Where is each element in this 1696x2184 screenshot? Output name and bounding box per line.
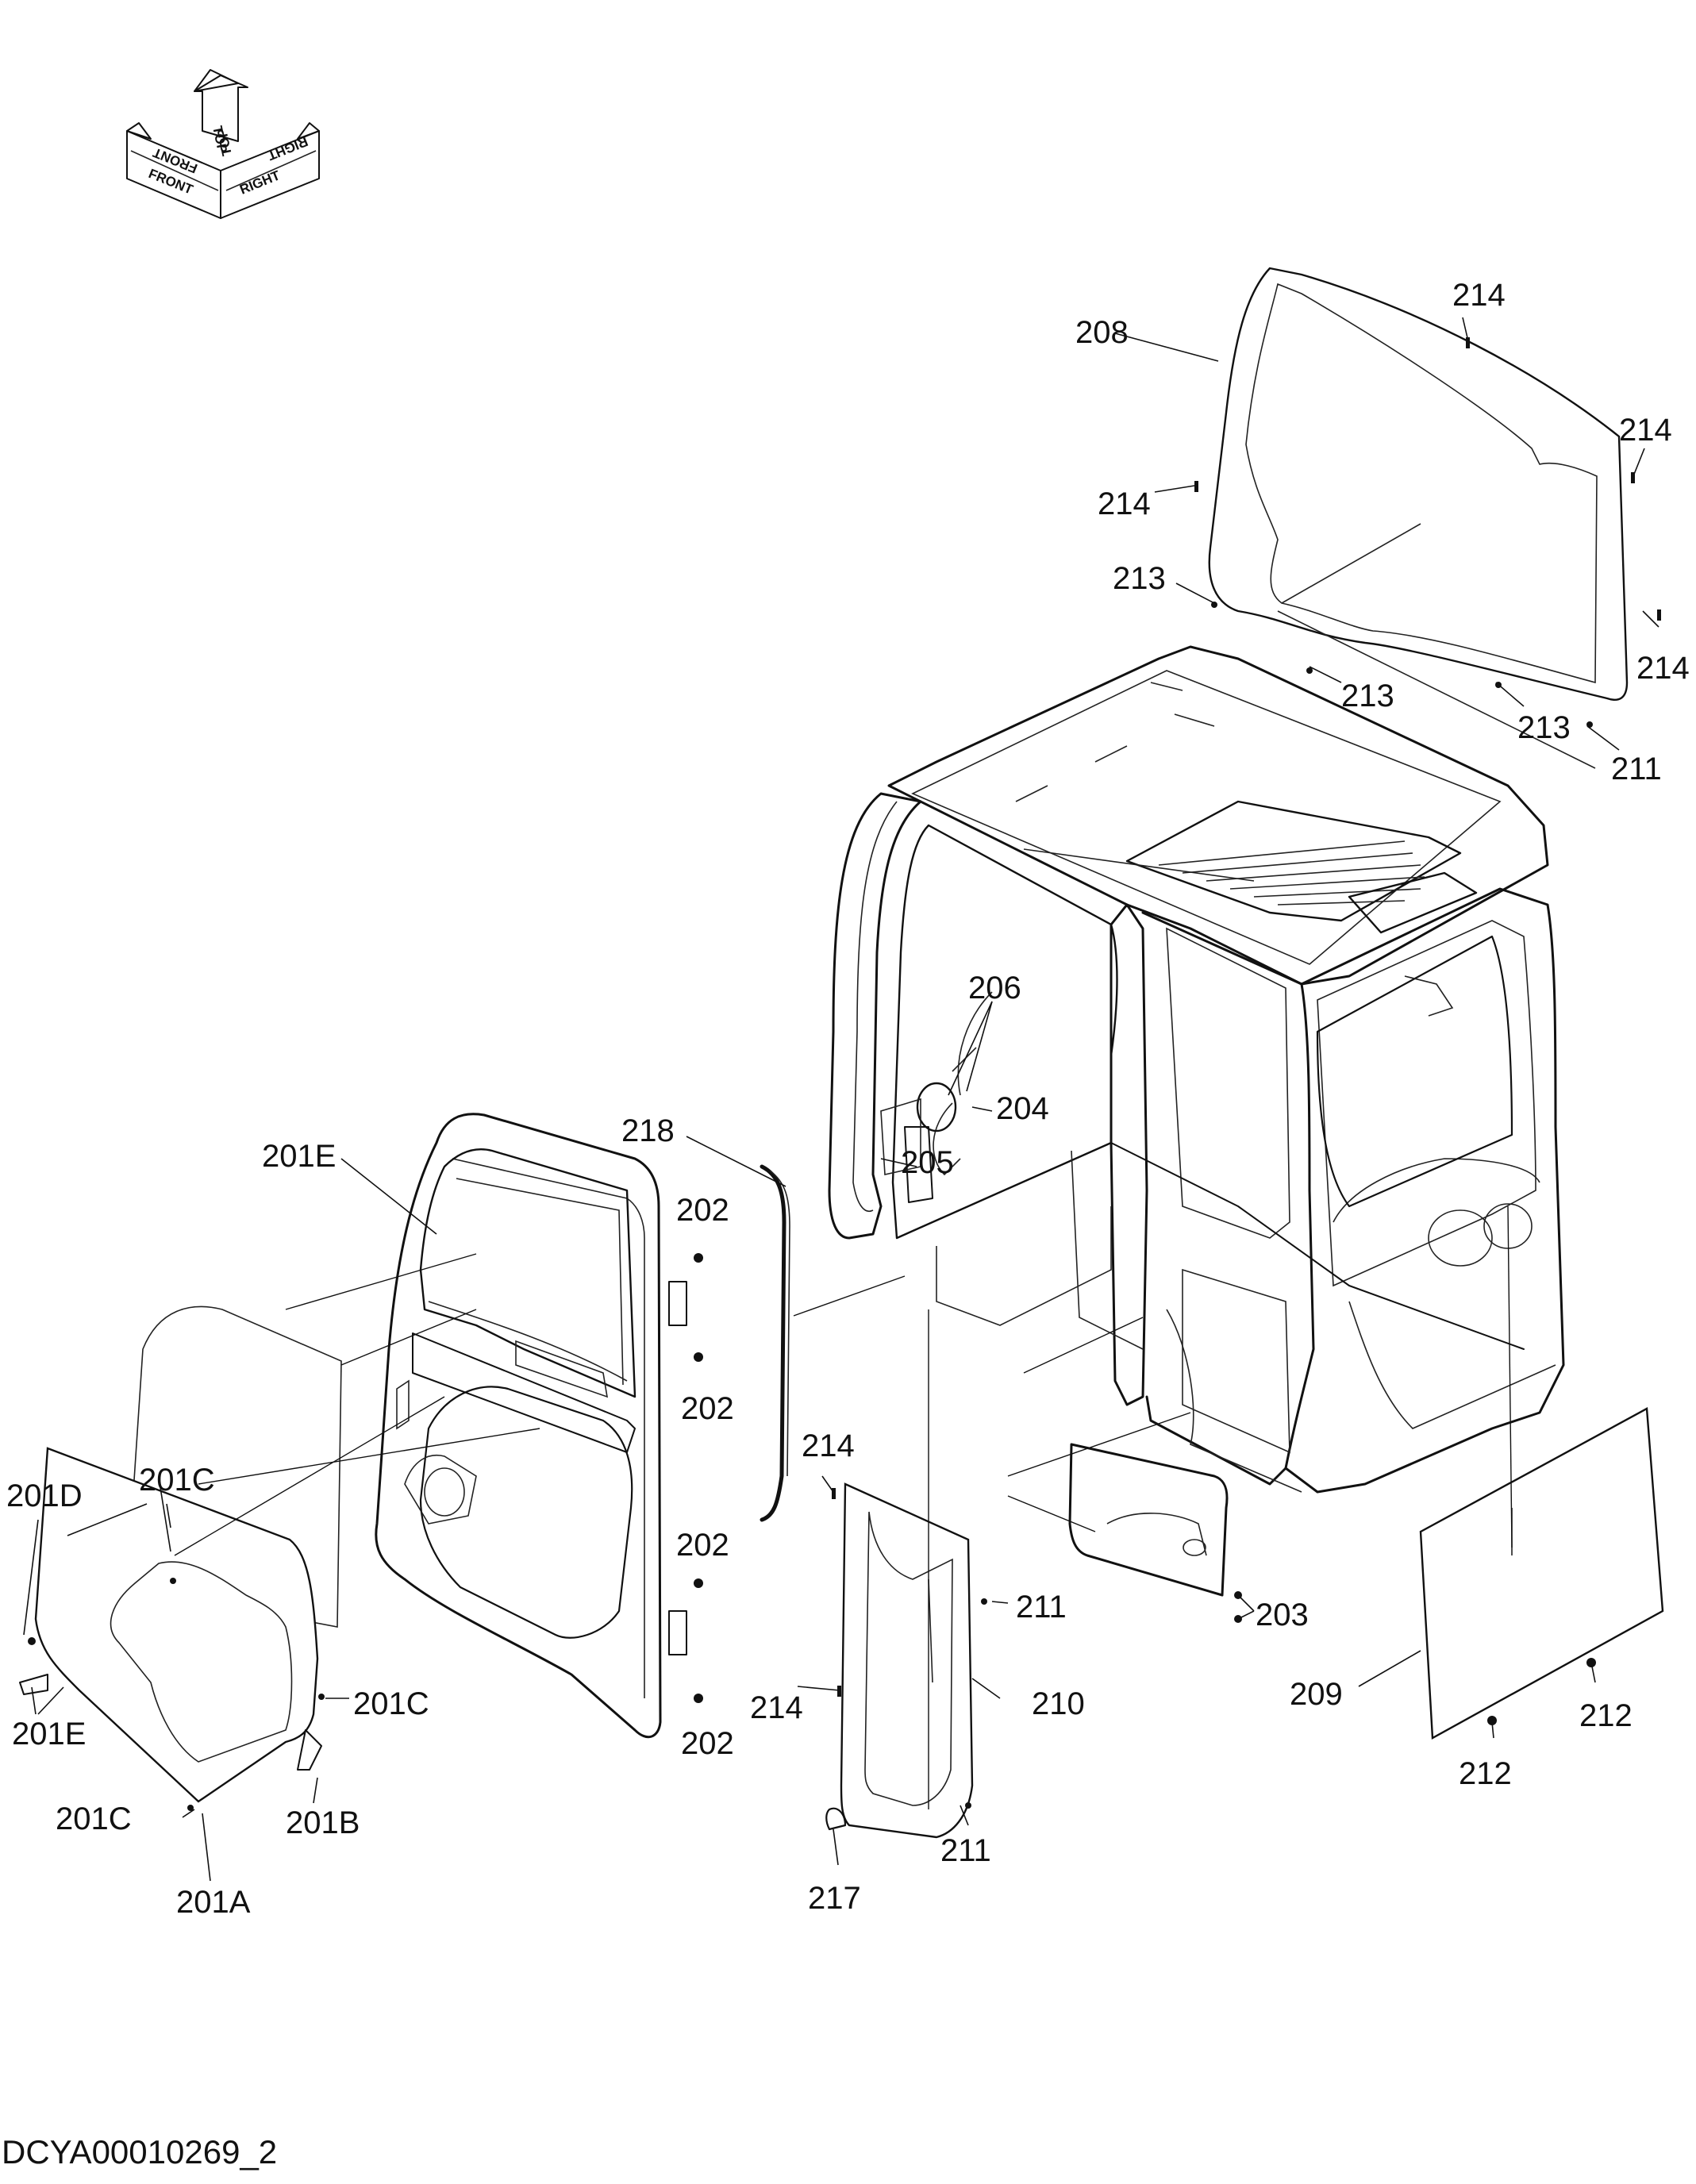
front-upper-glass bbox=[1208, 267, 1629, 769]
callout-209: 209 bbox=[1290, 1677, 1343, 1712]
callout-214-side-top: 214 bbox=[802, 1428, 855, 1463]
callout-211-side-bottom: 211 bbox=[940, 1833, 991, 1868]
callout-202-b: 202 bbox=[681, 1391, 734, 1426]
callout-214-upper-right: 214 bbox=[1619, 413, 1672, 448]
side-glass bbox=[840, 1482, 974, 1839]
callout-217: 217 bbox=[808, 1881, 861, 1916]
callout-202-d: 202 bbox=[681, 1726, 734, 1761]
callout-212-bottom: 212 bbox=[1459, 1756, 1512, 1791]
callout-210: 210 bbox=[1032, 1686, 1085, 1721]
drawing-code: DCYA00010269_2 bbox=[2, 2133, 278, 2171]
callout-212-right: 212 bbox=[1579, 1698, 1633, 1733]
callout-213-left: 213 bbox=[1113, 561, 1166, 596]
callout-201E-clip: 201E bbox=[12, 1717, 86, 1751]
orientation-symbol: FRONT FRONT TOP TOP RIGHT RIGHT bbox=[126, 69, 320, 219]
callout-203: 203 bbox=[1256, 1598, 1309, 1632]
callout-211-side-top: 211 bbox=[1016, 1590, 1067, 1625]
callout-214-top: 214 bbox=[1452, 278, 1506, 313]
callout-labels: 214 208 214 214 213 214 213 213 211 206 … bbox=[6, 278, 1690, 1920]
callout-201B: 201B bbox=[286, 1805, 360, 1840]
callout-201C-top: 201C bbox=[139, 1463, 215, 1498]
rear-glass bbox=[1419, 1407, 1664, 1740]
fasteners bbox=[28, 337, 1661, 1811]
callout-214-left: 214 bbox=[1098, 486, 1151, 521]
cab-door bbox=[375, 1113, 687, 1739]
callout-218: 218 bbox=[621, 1113, 675, 1148]
right-label: RIGHT bbox=[237, 167, 283, 198]
callout-202-c: 202 bbox=[676, 1528, 729, 1563]
right-lower-cover bbox=[1068, 1443, 1229, 1597]
callout-201E-door: 201E bbox=[262, 1139, 336, 1174]
callout-201A: 201A bbox=[176, 1885, 251, 1920]
callout-213-center: 213 bbox=[1341, 679, 1394, 713]
callout-204: 204 bbox=[996, 1091, 1049, 1126]
callout-206: 206 bbox=[968, 971, 1021, 1005]
callout-201D: 201D bbox=[6, 1478, 83, 1513]
right-label-mirrored: RIGHT bbox=[265, 133, 310, 163]
callout-208: 208 bbox=[1075, 315, 1129, 350]
alignment-lines bbox=[174, 1205, 1513, 1809]
cab-frame bbox=[828, 645, 1565, 1494]
callout-214-lower-right: 214 bbox=[1636, 651, 1690, 686]
seal-strip bbox=[760, 1164, 790, 1522]
callout-202-a: 202 bbox=[676, 1193, 729, 1228]
callout-205: 205 bbox=[901, 1145, 954, 1180]
glass-stopper bbox=[825, 1807, 847, 1831]
callout-211-top: 211 bbox=[1611, 752, 1662, 786]
callout-201C-bottom: 201C bbox=[56, 1801, 132, 1836]
leader-lines bbox=[23, 317, 1659, 1882]
callout-201C-right: 201C bbox=[353, 1686, 429, 1721]
callout-214-side-left: 214 bbox=[750, 1690, 803, 1725]
door-glass bbox=[19, 1305, 342, 1803]
callout-213-right: 213 bbox=[1517, 710, 1571, 745]
